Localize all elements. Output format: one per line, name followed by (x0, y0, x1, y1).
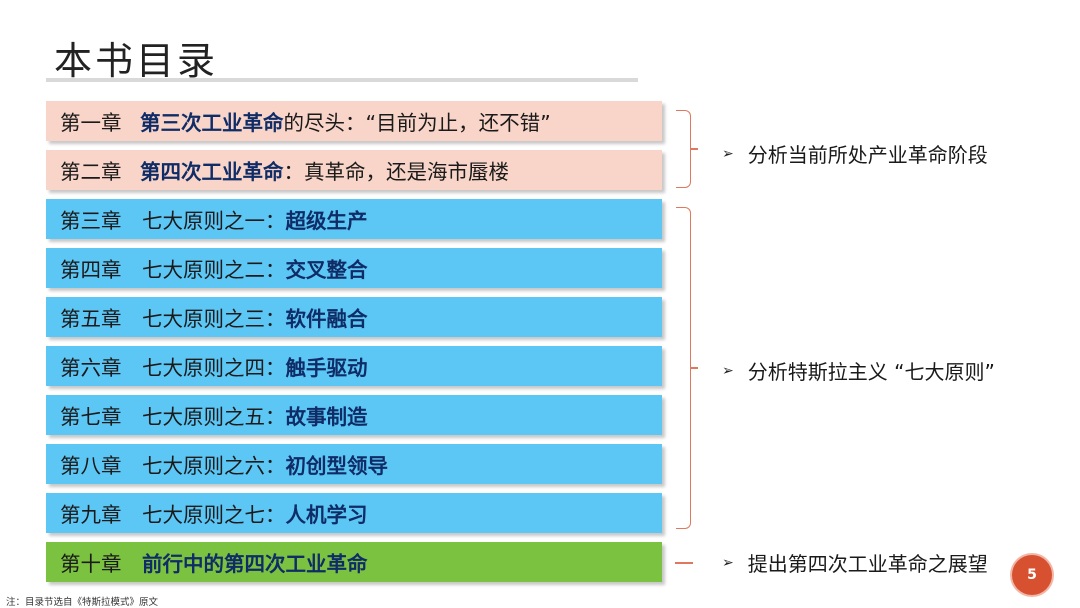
chapter-row-5: 第五章 七大原则之三： 软件融合 (46, 297, 662, 337)
note-industrial-stage: ➢ 分析当前所处产业革命阶段 (722, 139, 988, 168)
bracket-group-2 (676, 207, 691, 529)
chapter-number: 第三章 (60, 209, 122, 233)
chapter-suffix: 的尽头：“目前为止，还不错” (283, 111, 551, 135)
chapter-number: 第二章 (60, 160, 122, 184)
arrow-bullet-icon: ➢ (722, 145, 734, 162)
note-text: 提出第四次工业革命之展望 (747, 552, 988, 576)
chapter-number: 第一章 (60, 111, 122, 135)
chapter-prefix: 七大原则之三： (142, 307, 286, 331)
arrow-bullet-icon: ➢ (722, 362, 734, 379)
page-number-badge: 5 (1012, 555, 1052, 595)
chapter-highlight: 人机学习 (285, 503, 368, 527)
chapter-number: 第十章 (60, 552, 122, 576)
chapter-highlight: 软件融合 (285, 307, 368, 331)
chapter-row-6: 第六章 七大原则之四： 触手驱动 (46, 346, 662, 386)
chapter-highlight: 触手驱动 (285, 356, 368, 380)
chapter-row-9: 第九章 七大原则之七： 人机学习 (46, 493, 662, 533)
chapter-number: 第七章 (60, 405, 122, 429)
chapter-prefix: 七大原则之五： (142, 405, 286, 429)
chapter-number: 第八章 (60, 454, 122, 478)
title-underline (46, 78, 638, 82)
chapter-row-3: 第三章 七大原则之一： 超级生产 (46, 199, 662, 239)
chapter-row-7: 第七章 七大原则之五： 故事制造 (46, 395, 662, 435)
chapter-row-10: 第十章 前行中的第四次工业革命 (46, 542, 662, 582)
chapter-prefix: 七大原则之六： (142, 454, 286, 478)
note-text: 分析当前所处产业革命阶段 (747, 143, 988, 167)
note-text: 分析特斯拉主义 “七大原则” (747, 360, 995, 384)
chapter-highlight: 第四次工业革命 (140, 160, 284, 184)
chapter-number: 第四章 (60, 258, 122, 282)
chapter-prefix: 七大原则之一： (142, 209, 286, 233)
bracket-tick-2 (690, 367, 698, 369)
chapter-row-2: 第二章 第四次工业革命 ：真革命，还是海市蜃楼 (46, 150, 662, 190)
page-title: 本书目录 (54, 39, 219, 83)
chapter-prefix: 七大原则之二： (142, 258, 286, 282)
note-outlook: ➢ 提出第四次工业革命之展望 (722, 548, 988, 577)
chapter-row-8: 第八章 七大原则之六： 初创型领导 (46, 444, 662, 484)
bracket-tick-1 (690, 148, 698, 150)
chapter-highlight: 第三次工业革命 (140, 111, 284, 135)
arrow-bullet-icon: ➢ (722, 554, 734, 571)
chapter-highlight: 交叉整合 (285, 258, 368, 282)
chapter-highlight: 故事制造 (285, 405, 368, 429)
bracket-group-1 (676, 110, 691, 188)
chapter-row-4: 第四章 七大原则之二： 交叉整合 (46, 248, 662, 288)
chapter-row-1: 第一章 第三次工业革命 的尽头：“目前为止，还不错” (46, 101, 662, 141)
chapter-prefix: 七大原则之七： (142, 503, 286, 527)
connector-dash (675, 562, 693, 564)
footnote: 注：目录节选自《特斯拉模式》原文 (6, 597, 159, 608)
chapter-suffix: ：真革命，还是海市蜃楼 (283, 160, 510, 184)
chapter-number: 第九章 (60, 503, 122, 527)
note-seven-principles: ➢ 分析特斯拉主义 “七大原则” (722, 356, 995, 385)
chapter-number: 第五章 (60, 307, 122, 331)
chapter-number: 第六章 (60, 356, 122, 380)
chapter-prefix: 七大原则之四： (142, 356, 286, 380)
chapter-highlight: 超级生产 (285, 209, 368, 233)
chapter-highlight: 前行中的第四次工业革命 (142, 552, 368, 576)
chapter-highlight: 初创型领导 (285, 454, 389, 478)
